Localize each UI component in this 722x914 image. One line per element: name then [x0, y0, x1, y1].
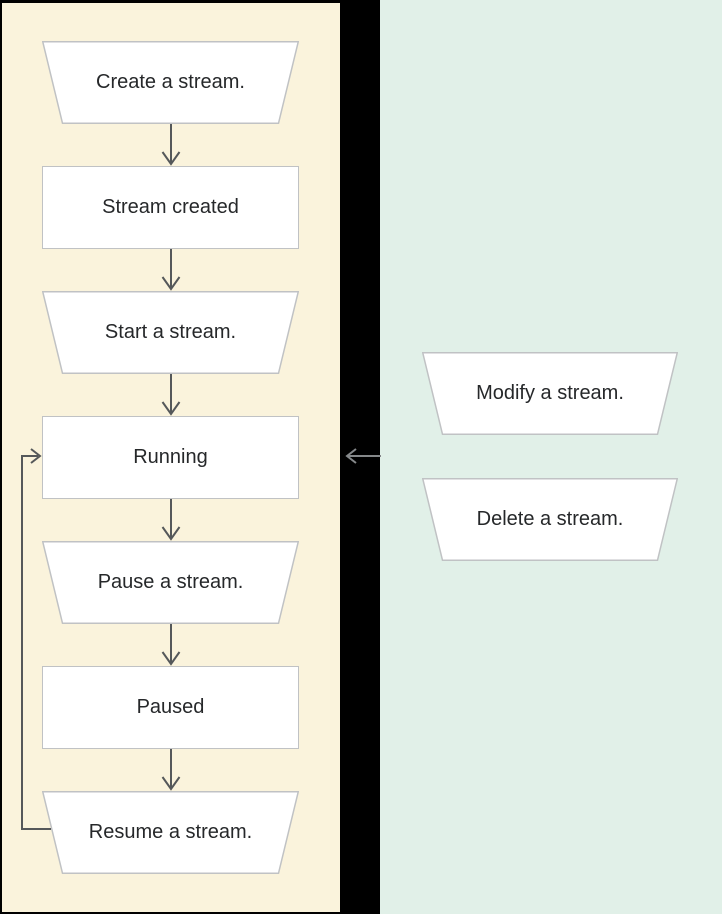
trapezoid-shape [422, 352, 678, 435]
node-label: Start a stream. [104, 321, 237, 343]
node-label: Paused [136, 696, 205, 718]
node-label: Create a stream. [96, 71, 245, 93]
actions-panel [380, 0, 722, 914]
flow-node-create-stream: Create a stream. [42, 41, 299, 124]
node-label: Delete a stream. [476, 508, 624, 530]
flow-node-pause-stream: Pause a stream. [42, 541, 299, 624]
flow-node-resume-stream: Resume a stream. [42, 791, 299, 874]
trapezoid-shape [42, 291, 299, 374]
arrow-paused-to-resume-icon [158, 749, 184, 791]
flow-node-modify-stream: Modify a stream. [422, 352, 678, 435]
flow-node-start-stream: Start a stream. [42, 291, 299, 374]
trapezoid-shape [42, 41, 299, 124]
arrow-actions-to-running-icon [343, 447, 383, 465]
trapezoid-shape [42, 791, 299, 874]
node-label: Resume a stream. [88, 821, 253, 843]
flow-node-running: Running [42, 416, 299, 499]
node-label: Pause a stream. [97, 571, 244, 593]
trapezoid-shape [422, 478, 678, 561]
node-label: Stream created [102, 196, 239, 218]
flow-node-delete-stream: Delete a stream. [422, 478, 678, 561]
flow-node-stream-created: Stream created [42, 166, 299, 249]
arrow-resume-to-running-loop-icon [14, 448, 58, 838]
arrow-start-to-running-icon [158, 374, 184, 416]
node-label: Modify a stream. [476, 382, 624, 404]
flow-node-paused: Paused [42, 666, 299, 749]
arrow-created-to-start-icon [158, 249, 184, 291]
arrow-create-to-created-icon [158, 124, 184, 166]
arrow-pause-to-paused-icon [158, 624, 184, 666]
trapezoid-shape [42, 541, 299, 624]
arrow-running-to-pause-icon [158, 499, 184, 541]
node-label: Running [133, 446, 208, 468]
